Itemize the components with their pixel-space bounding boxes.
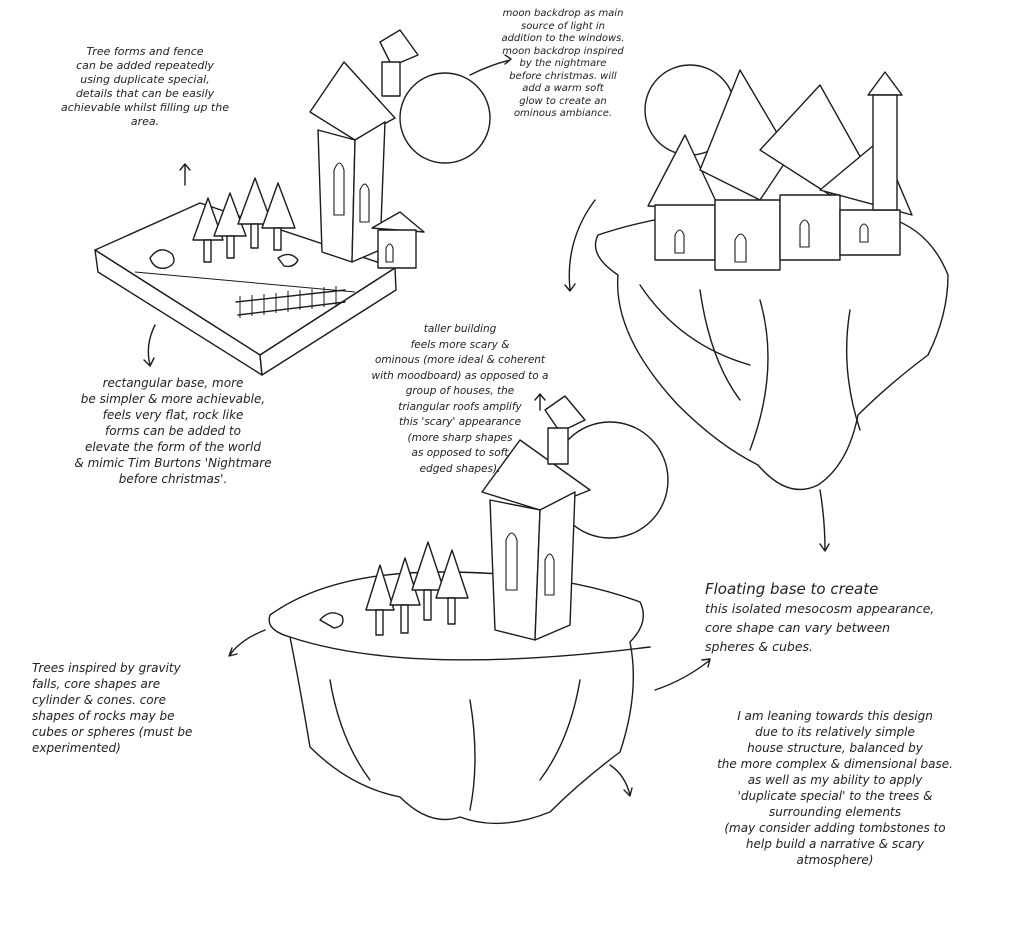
fence: [235, 286, 346, 318]
note-line: due to its relatively simple: [755, 725, 915, 739]
note-line: atmosphere): [796, 853, 874, 867]
note-rectangular-base: rectangular base, more be simpler & more…: [18, 375, 328, 487]
note-line: experimented): [32, 741, 121, 755]
note-floating-base: Floating base to create this isolated me…: [705, 580, 1015, 656]
note-line: moon backdrop as main: [502, 8, 624, 19]
tree-group-floating: [365, 541, 469, 636]
note-line: (more sharp shapes: [407, 431, 513, 444]
note-line: achievable whilst filling up the: [61, 101, 229, 114]
note-line: Tree forms and fence: [86, 45, 204, 58]
note-line: surrounding elements: [769, 805, 901, 819]
note-trees-inspired: Trees inspired by gravity falls, core sh…: [32, 660, 247, 756]
note-line: feels very flat, rock like: [102, 408, 244, 422]
note-line: core shape can vary between: [705, 620, 891, 635]
note-line: Floating base to create: [705, 580, 879, 598]
sketch-rectangular-base: [94, 29, 491, 376]
note-leaning-towards: I am leaning towards this design due to …: [675, 708, 995, 868]
note-line: & mimic Tim Burtons 'Nightmare: [74, 456, 272, 470]
sketch-floating-village: [594, 64, 949, 491]
note-line: area.: [130, 115, 160, 128]
note-tree-forms: Tree forms and fence can be added repeat…: [30, 45, 260, 129]
note-line: ominous ambiance.: [513, 108, 613, 119]
note-line: the more complex & dimensional base.: [717, 757, 953, 771]
note-line: falls, core shapes are: [32, 677, 161, 691]
note-line: ominous (more ideal & coherent: [374, 354, 546, 366]
note-line: with moodboard) as opposed to a: [371, 369, 549, 382]
note-line: source of light in: [521, 20, 605, 32]
note-line: forms can be added to: [105, 424, 241, 438]
note-line: addition to the windows.: [501, 33, 625, 44]
note-line: be simpler & more achievable,: [80, 392, 266, 406]
house-cluster: [647, 69, 913, 271]
sketch-floating-tower: [268, 395, 669, 825]
note-line: as opposed to soft: [411, 447, 509, 459]
note-line: before christmas'.: [118, 472, 228, 486]
tall-house-floating: [481, 395, 591, 641]
note-line: taller building: [423, 323, 497, 335]
note-line: Trees inspired by gravity: [32, 661, 181, 675]
note-line: elevate the form of the world: [85, 440, 261, 454]
note-line: rectangular base, more: [102, 376, 244, 390]
note-line: triangular roofs amplify: [398, 400, 522, 413]
note-moon-backdrop: moon backdrop as main source of light in…: [478, 8, 648, 121]
note-line: feels more scary &: [410, 338, 510, 351]
note-line: I am leaning towards this design: [737, 709, 933, 723]
note-line: as well as my ability to apply: [747, 773, 923, 787]
note-line: before christmas. will: [509, 70, 617, 82]
tall-house: [309, 29, 425, 269]
note-line: this 'scary' appearance: [398, 416, 522, 428]
note-line: cylinder & cones. core: [32, 693, 166, 707]
note-line: using duplicate special,: [80, 73, 210, 86]
note-line: house structure, balanced by: [747, 741, 923, 755]
note-line: (may consider adding tombstones to: [724, 821, 946, 835]
note-line: moon backdrop inspired: [502, 45, 624, 57]
note-line: cubes or spheres (must be: [32, 725, 193, 739]
note-line: can be added repeatedly: [76, 59, 214, 72]
note-line: 'duplicate special' to the trees &: [737, 789, 933, 803]
annotation-arrows: [143, 54, 830, 797]
note-line: shapes of rocks may be: [32, 709, 175, 723]
tree-group: [192, 177, 296, 263]
note-line: edged shapes).: [419, 462, 501, 475]
note-line: this isolated mesocosm appearance,: [705, 601, 935, 616]
note-line: group of houses, the: [405, 385, 515, 397]
note-line: add a warm soft: [522, 83, 604, 94]
note-line: by the nightmare: [519, 58, 607, 69]
note-line: glow to create an: [519, 95, 607, 107]
note-line: help build a narrative & scary: [745, 837, 925, 851]
note-line: spheres & cubes.: [705, 639, 814, 654]
note-line: details that can be easily: [75, 87, 215, 100]
note-taller-building: taller building feels more scary & omino…: [330, 322, 590, 477]
